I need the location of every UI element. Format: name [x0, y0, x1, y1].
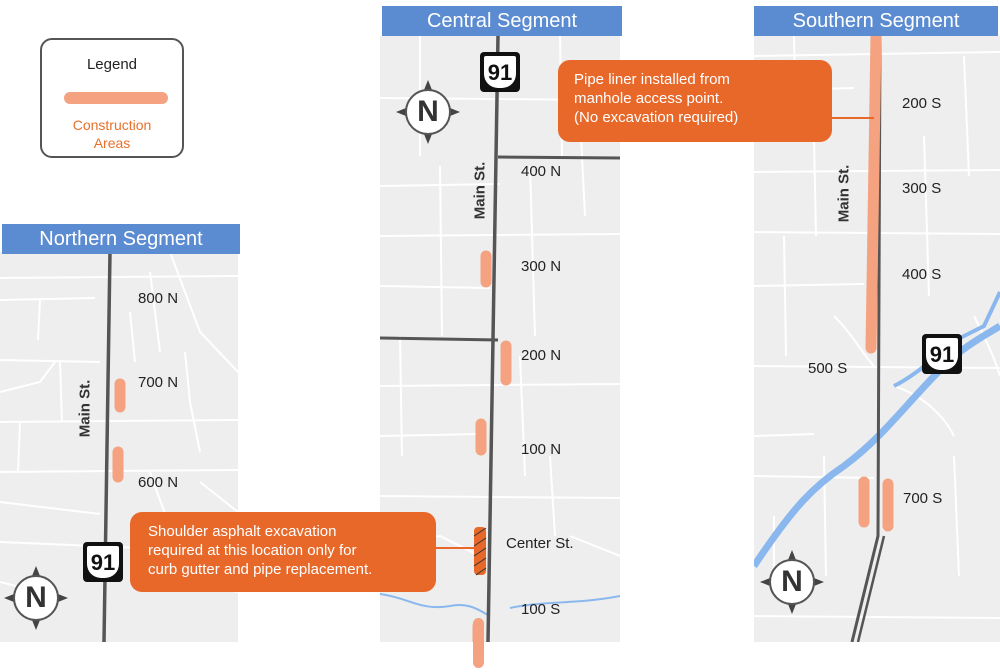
construction-area	[865, 36, 882, 354]
compass-letter: N	[781, 565, 803, 598]
shoulder-excavation-callout: Shoulder asphalt excavation required at …	[130, 512, 436, 592]
southern-roads	[754, 36, 1000, 642]
street-label: 700 S	[903, 490, 943, 507]
southern-segment-title: Southern Segment	[754, 6, 998, 36]
compass-icon: N	[4, 566, 68, 630]
street-label: 600 N	[138, 474, 179, 491]
street-label: 200 S	[902, 95, 942, 112]
street-label: 400 S	[902, 266, 942, 283]
callout-line: Pipe liner installed from	[574, 71, 730, 88]
street-label: 200 N	[521, 347, 562, 364]
compass-icon: N	[760, 550, 824, 614]
callout-line: (No excavation required)	[574, 109, 739, 126]
street-label: 500 S	[808, 360, 848, 377]
street-label: 300 N	[521, 258, 562, 275]
northern-segment-title: Northern Segment	[2, 224, 240, 254]
compass-letter: N	[417, 95, 439, 128]
street-label: 300 S	[902, 180, 942, 197]
central-segment-title: Central Segment	[382, 6, 622, 36]
street-label: 100 N	[521, 441, 562, 458]
excavation-area	[474, 527, 486, 575]
legend-construction-swatch	[64, 92, 168, 104]
legend-title: Legend	[86, 56, 138, 73]
highway-number: 91	[926, 338, 958, 370]
callout-line: Shoulder asphalt excavation	[148, 523, 337, 540]
callout-line: manhole access point.	[574, 90, 724, 107]
highway-shield: 91	[83, 542, 123, 582]
compass-icon: N	[396, 80, 460, 144]
street-label: Center St.	[506, 535, 574, 552]
street-label: 400 N	[521, 163, 562, 180]
legend: Legend Construction Areas	[40, 38, 184, 158]
construction-area	[473, 618, 484, 668]
highway-number: 91	[484, 56, 516, 88]
street-label: 100 S	[521, 601, 561, 618]
pipe-liner-callout: Pipe liner installed from manhole access…	[558, 60, 832, 142]
compass-letter: N	[25, 581, 47, 614]
street-label: 700 N	[138, 374, 179, 391]
highway-shield: 91	[480, 52, 520, 92]
highway-number: 91	[87, 546, 119, 578]
callout-line: curb gutter and pipe replacement.	[148, 561, 373, 578]
callout-line: required at this location only for	[148, 542, 357, 559]
street-label: 800 N	[138, 290, 179, 307]
legend-construction-label: Construction Areas	[72, 117, 152, 151]
highway-shield: 91	[922, 334, 962, 374]
